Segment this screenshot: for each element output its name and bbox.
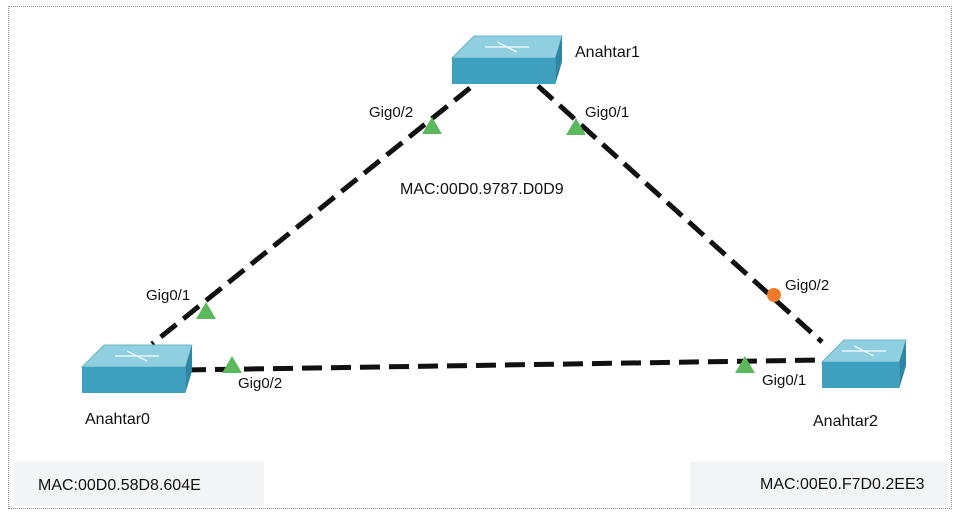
mac-label-anahtar1: MAC:00D0.9787.D0D9	[400, 181, 564, 198]
port-label-anahtar2-gig0-1: Gig0/1	[762, 372, 807, 389]
port-label-anahtar2-gig0-2: Gig0/2	[785, 277, 830, 294]
mac-label-anahtar2: MAC:00E0.F7D0.2EE3	[760, 476, 925, 493]
switch-label-anahtar2: Anahtar2	[813, 413, 878, 430]
mac-box-background-left	[14, 462, 264, 506]
link-s1-s2	[536, 84, 824, 344]
port-label-anahtar0-gig0-2: Gig0/2	[238, 375, 283, 392]
diagram-frame	[8, 6, 952, 509]
port-status-forwarding-s0-gig0-1	[196, 302, 216, 319]
switch-label-anahtar1: Anahtar1	[575, 44, 640, 61]
mac-label-anahtar0: MAC:00D0.58D8.604E	[38, 477, 201, 494]
link-s0-s2	[185, 357, 823, 373]
switch-label-anahtar0: Anahtar0	[85, 411, 150, 428]
port-label-anahtar1-gig0-2: Gig0/2	[369, 104, 414, 121]
port-status-forwarding-s1-gig0-1	[566, 118, 586, 135]
link-s1-s0	[150, 86, 472, 346]
switch-icon-anahtar1[interactable]	[450, 35, 563, 84]
switch-icon-anahtar2[interactable]	[820, 339, 907, 388]
port-status-forwarding-s2-gig0-1	[735, 356, 755, 373]
port-label-anahtar0-gig0-1: Gig0/1	[146, 287, 191, 304]
port-status-blocking-s2-gig0-2	[767, 288, 781, 302]
port-status-forwarding-s1-gig0-2	[422, 117, 442, 134]
mac-box-background-right	[690, 462, 948, 506]
port-status-forwarding-s0-gig0-2	[222, 356, 242, 373]
port-label-anahtar1-gig0-1: Gig0/1	[585, 104, 630, 121]
switch-icon-anahtar0[interactable]	[80, 344, 193, 393]
